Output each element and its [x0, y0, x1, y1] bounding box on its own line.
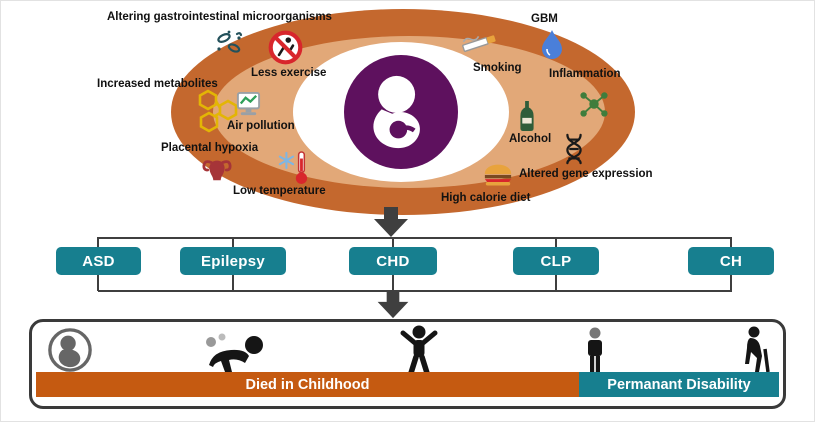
risk-factor-gbm: GBM — [531, 13, 558, 25]
connector-line-bottom — [98, 290, 732, 292]
connector-stub — [730, 275, 732, 291]
condition-box-clp: CLP — [513, 247, 599, 275]
risk-factor-smoking: Smoking — [473, 62, 522, 74]
risk-factor-metabolites: Increased metabolites — [97, 78, 218, 90]
burger-icon — [483, 161, 513, 187]
no-exercise-icon — [267, 29, 304, 66]
connector-stub — [97, 275, 99, 291]
risk-factor-microbiome: Altering gastrointestinal microorganisms — [107, 11, 332, 23]
risk-factor-gene-expression: Altered gene expression — [519, 168, 653, 180]
dna-icon — [559, 133, 589, 165]
fetus-circle — [344, 55, 458, 169]
elderly-with-cane-icon — [737, 325, 773, 375]
uterus-icon — [201, 156, 233, 184]
crawling-baby-icon — [201, 333, 267, 373]
fetus-in-womb-icon — [47, 327, 93, 373]
air-quality-monitor-icon — [235, 91, 262, 118]
risk-factor-inflammation: Inflammation — [549, 68, 621, 80]
connector-stub — [730, 237, 732, 248]
water-drop-icon — [541, 29, 563, 59]
bottle-icon — [519, 100, 535, 132]
down-arrow-icon — [371, 291, 415, 319]
connector-stub — [97, 237, 99, 248]
bacteria-icon — [215, 29, 243, 57]
molecule-cluster-icon — [577, 87, 611, 121]
condition-box-chd: CHD — [349, 247, 437, 275]
condition-box-epilepsy: Epilepsy — [180, 247, 286, 275]
fetus-icon — [373, 75, 420, 149]
connector-stub — [555, 275, 557, 291]
condition-box-asd: ASD — [56, 247, 141, 275]
connector-stub — [232, 237, 234, 248]
thermometer-snowflake-icon — [277, 149, 309, 185]
cigarette-icon — [459, 28, 498, 54]
risk-factor-placental-hypoxia: Placental hypoxia — [161, 142, 259, 154]
died-in-childhood-bar: Died in Childhood — [36, 372, 579, 397]
condition-box-ch: CH — [688, 247, 774, 275]
risk-factor-less-exercise: Less exercise — [251, 67, 327, 79]
risk-factor-air-pollution: Air pollution — [227, 120, 295, 132]
connector-stub — [392, 275, 394, 291]
metabolites-icon — [195, 87, 241, 133]
down-arrow-icon — [369, 207, 413, 238]
adult-icon — [579, 327, 611, 373]
permanent-disability-bar: Permanant Disability — [579, 372, 779, 397]
risk-factor-alcohol: Alcohol — [509, 133, 552, 145]
standing-child-icon — [397, 325, 441, 375]
risk-factor-high-calorie-diet: High calorie diet — [441, 192, 531, 204]
connector-stub — [232, 275, 234, 291]
connector-stub — [555, 237, 557, 248]
connector-stub — [392, 237, 394, 248]
connector-line-top — [98, 237, 732, 239]
risk-factor-low-temperature: Low temperature — [233, 185, 326, 197]
